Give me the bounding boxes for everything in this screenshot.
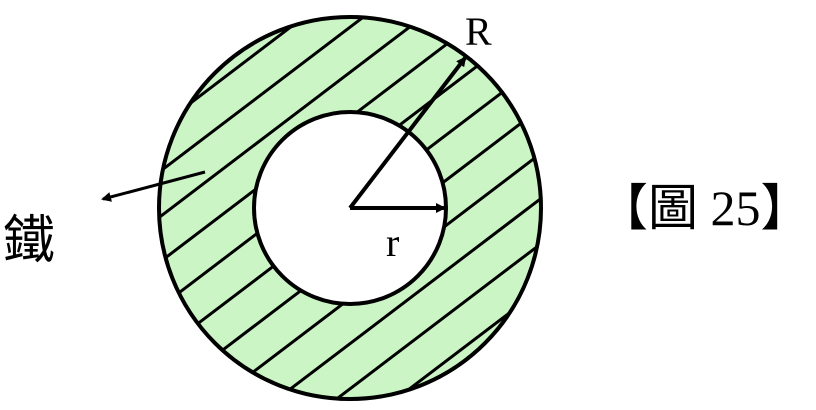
material-pointer-arrow [101, 170, 206, 202]
hatch-line [288, 197, 542, 391]
outer-radius-label: R [465, 9, 492, 54]
hatch-line [406, 312, 510, 392]
hatch-line [335, 246, 538, 401]
hatch-line [158, 25, 412, 219]
figure-caption: 【圖 25】 [598, 180, 811, 236]
hatch-line [162, 15, 365, 170]
outer-circle [157, 15, 543, 401]
inner-radius-label: r [386, 220, 399, 265]
hatch-line [190, 24, 294, 104]
outer-radius-arrow [348, 56, 467, 210]
iron-ring [156, 14, 543, 402]
material-label: 鐵 [3, 213, 55, 270]
